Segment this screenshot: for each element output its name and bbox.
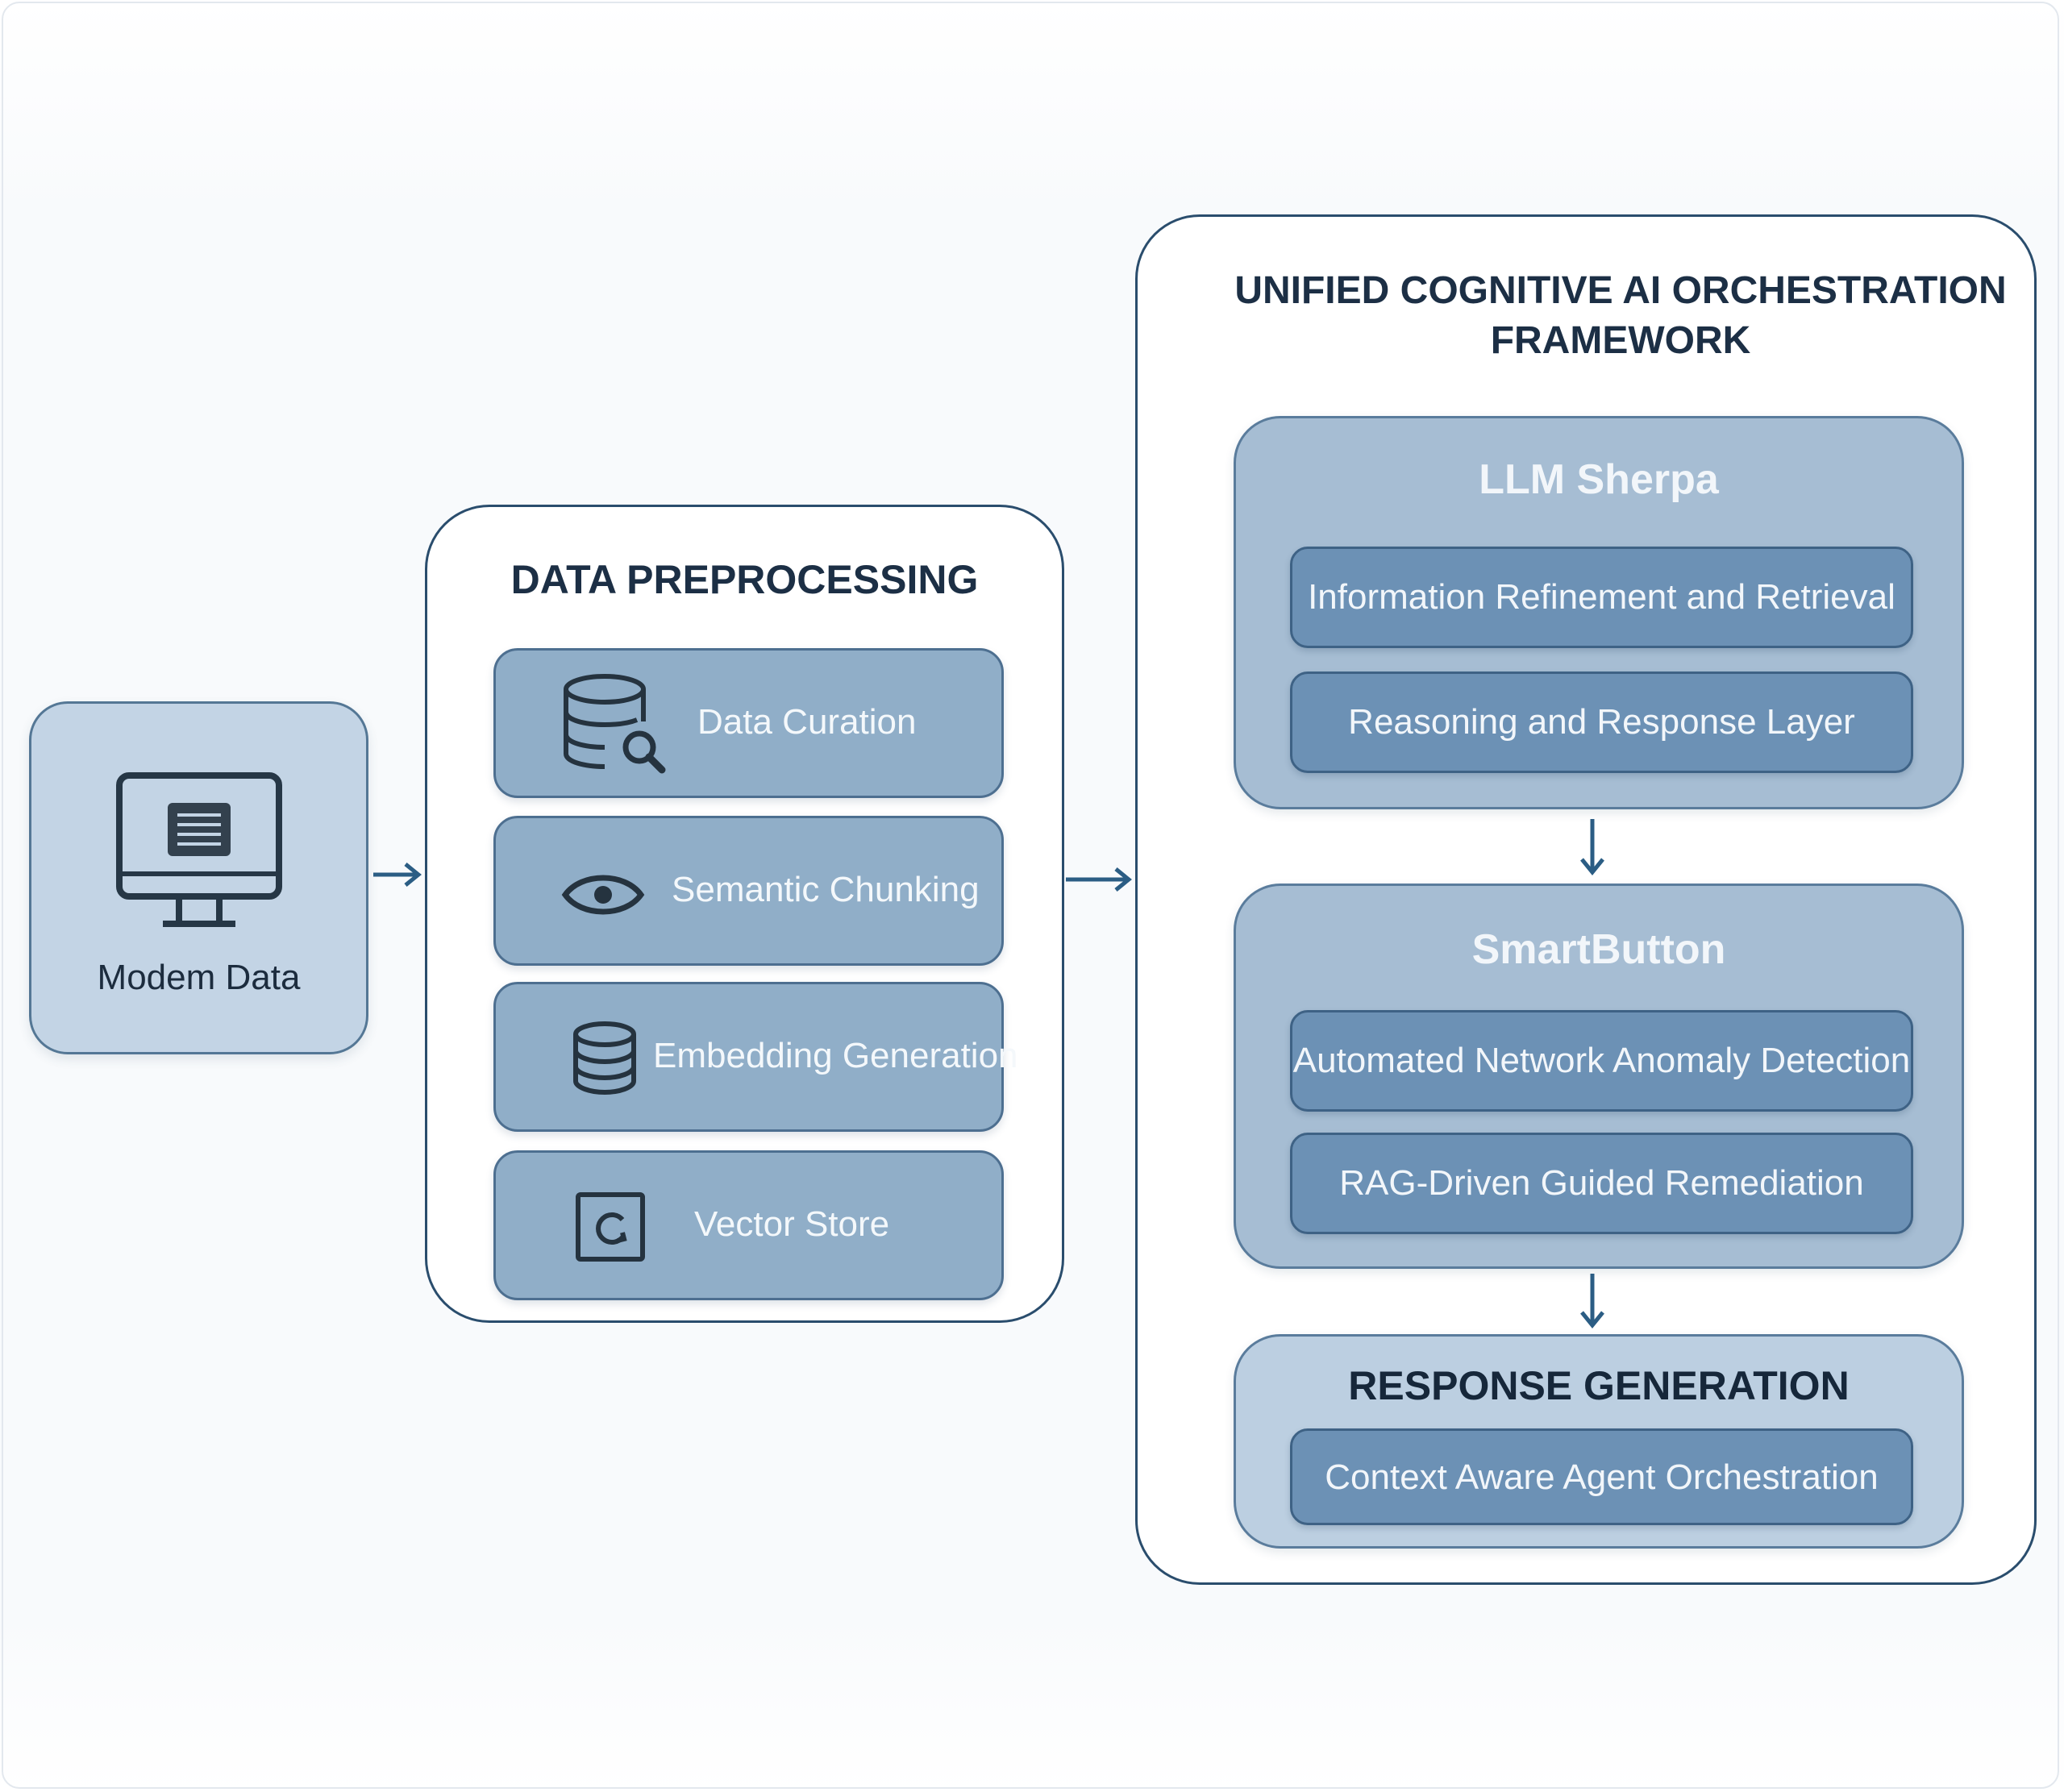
bar-label-anomaly-detection: Automated Network Anomaly Detection [1292, 1041, 1911, 1080]
arrow-smartbutton-to-response [1580, 1274, 1604, 1328]
tile-label-data-curation: Data Curation [697, 702, 917, 742]
bar-guided-remediation [1290, 1133, 1913, 1234]
eye-icon [561, 875, 645, 915]
modem-data-label: Modem Data [97, 958, 301, 997]
bar-label-agent-orchestration: Context Aware Agent Orchestration [1325, 1457, 1879, 1497]
bar-anomaly-detection [1290, 1010, 1913, 1112]
tile-label-embedding-generation: Embedding Generation [653, 1036, 1018, 1075]
refresh-square-icon [576, 1192, 645, 1262]
bar-label-information-refinement: Information Refinement and Retrieval [1308, 577, 1895, 617]
tile-semantic-chunking: Semantic Chunking [493, 816, 1004, 966]
tile-vector-store: Vector Store [493, 1150, 1004, 1300]
modem-data-node [29, 701, 368, 1054]
tile-data-curation: Data Curation [493, 648, 1004, 798]
monitor-icon [116, 772, 282, 927]
tile-label-semantic-chunking: Semantic Chunking [672, 870, 980, 909]
bar-agent-orchestration [1290, 1428, 1913, 1525]
panel-title-smartbutton: SmartButton [1471, 926, 1726, 973]
bar-label-guided-remediation: RAG-Driven Guided Remediation [1339, 1163, 1864, 1203]
bar-label-reasoning-response: Reasoning and Response Layer [1348, 702, 1855, 742]
data-preprocessing-title: DATA PREPROCESSING [510, 557, 979, 602]
tile-label-vector-store: Vector Store [694, 1204, 890, 1244]
arrow-sherpa-to-smartbutton [1580, 819, 1604, 875]
panel-title-llm-sherpa: LLM Sherpa [1479, 456, 1719, 503]
panel-title-response-generation: RESPONSE GENERATION [1348, 1363, 1850, 1408]
tile-embedding-generation: Embedding Generation [493, 982, 1018, 1132]
arrow-preprocessing-to-framework [1066, 867, 1132, 892]
database-search-icon [564, 674, 666, 774]
bar-reasoning-response [1290, 671, 1913, 773]
arrow-modem-to-preprocessing [373, 863, 422, 887]
bar-information-refinement [1290, 547, 1913, 648]
database-icon [573, 1021, 636, 1096]
framework-title: UNIFIED COGNITIVE AI ORCHESTRATION FRAME… [1226, 266, 2016, 366]
framework-title-line2: FRAMEWORK [1490, 319, 1751, 362]
framework-title-line1: UNIFIED COGNITIVE AI ORCHESTRATION [1234, 269, 2007, 312]
